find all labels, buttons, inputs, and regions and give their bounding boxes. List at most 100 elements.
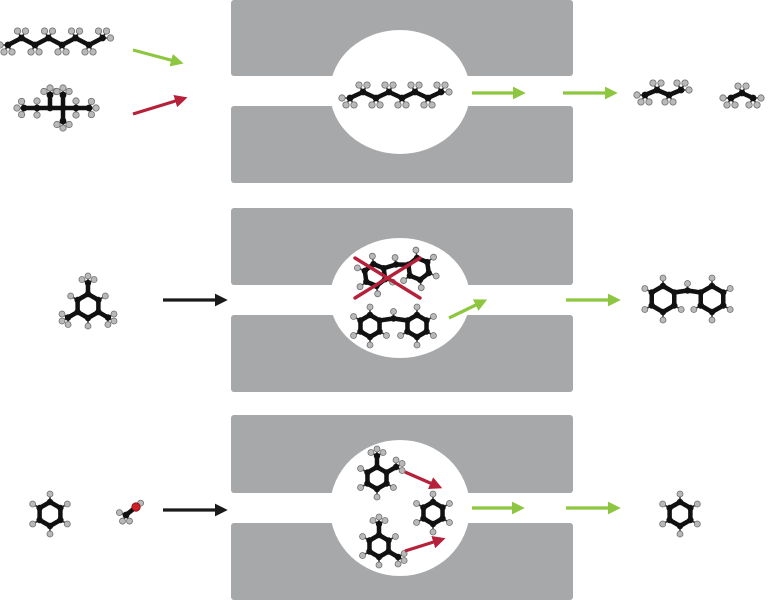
aromatic-ring [410, 319, 424, 333]
carbon-atom [366, 333, 374, 341]
carbon-atom [375, 520, 383, 528]
hydrogen-atom [40, 87, 48, 96]
hydrogen-atom [355, 81, 363, 89]
feed-toluene [29, 490, 71, 538]
zeolite-cage [330, 30, 470, 154]
carbon-atom [429, 520, 437, 528]
carbon-atom [439, 515, 446, 522]
hydrogen-atom [392, 533, 399, 540]
hydrogen-atom [363, 81, 371, 89]
hydrogen-atom [645, 98, 653, 106]
hydrogen-atom [757, 94, 765, 102]
hydrogen-atom [110, 310, 118, 318]
carbon-atom [666, 516, 673, 524]
hydrogen-atom [684, 280, 691, 287]
hydrogen-atom [63, 500, 71, 508]
carbon-atom [84, 314, 92, 322]
carbon-atom [361, 267, 369, 275]
product-para-xylene [659, 490, 701, 538]
hydrogen-atom [13, 104, 21, 112]
hydrogen-atom [430, 332, 437, 339]
carbon-atom [376, 317, 383, 324]
hydrogen-atom [87, 97, 95, 106]
hydrogen-atom [445, 88, 453, 96]
hydrogen-atom [92, 104, 100, 112]
aromatic-ring [426, 506, 440, 520]
carbon-atom [4, 41, 12, 49]
hydrogen-atom [0, 48, 8, 56]
hydrogen-atom [89, 48, 97, 56]
hydrogen-atom [369, 517, 377, 524]
hydrogen-atom [398, 460, 406, 467]
hydrogen-atom [398, 467, 406, 474]
carbon-atom [72, 34, 79, 42]
carbon-atom [58, 41, 66, 49]
product-linear-diaryl [641, 274, 734, 324]
aromatic-ring [411, 262, 426, 276]
hydrogen-atom [381, 81, 389, 89]
hydrogen-atom [62, 48, 70, 56]
ortho-xylene-in-cage [357, 445, 406, 501]
carbon-atom [46, 522, 54, 530]
hydrogen-atom [59, 84, 67, 92]
hydrogen-atom [753, 101, 761, 109]
hydrogen-atom [72, 97, 80, 105]
hydrogen-atom [676, 530, 684, 538]
carbon-atom [676, 522, 684, 530]
hydrogen-atom [81, 48, 89, 56]
linear-alkane-in-cage [338, 81, 453, 109]
hydrogen-atom [368, 101, 376, 109]
hydrogen-atom [659, 274, 667, 282]
hydrogen-atom [375, 561, 383, 569]
hydrogen-atom [357, 484, 364, 491]
carbon-atom [398, 94, 406, 102]
hydrogen-atom [338, 94, 346, 102]
panel-product-selectivity [58, 208, 734, 392]
carbon-atom [95, 296, 102, 304]
hydrogen-atom [430, 313, 437, 320]
hydrogen-atom [659, 520, 667, 528]
carbon-atom [364, 480, 371, 487]
hydrogen-atom [101, 292, 109, 300]
carbon-atom [423, 317, 430, 324]
arrow-blocked-ortho [404, 470, 443, 490]
hydrogen-atom [366, 341, 374, 349]
hydrogen-atom [375, 513, 383, 521]
carbon-atom [648, 289, 655, 296]
carbon-atom [85, 41, 93, 49]
carbon-atom [99, 34, 106, 42]
carbon-atom [357, 328, 364, 335]
hydrogen-atom [657, 79, 665, 87]
carbon-atom [346, 94, 354, 102]
hydrogen-atom [429, 490, 437, 498]
carbon-atom [677, 86, 685, 94]
hydrogen-atom [677, 306, 685, 313]
hydrogen-atom [417, 284, 425, 292]
carbon-atom [439, 504, 446, 511]
hydrogen-atom [413, 341, 421, 349]
zeolite-channel [229, 415, 575, 600]
aromatic-ring [370, 471, 384, 485]
carbon-atom [727, 94, 735, 102]
hydrogen-atom [407, 81, 415, 89]
carbon-atom [122, 511, 130, 519]
carbon-atom [383, 480, 390, 487]
hydrogen-atom [356, 283, 364, 291]
hydrogen-atom [116, 509, 123, 517]
carbon-atom [749, 94, 757, 102]
carbon-atom [59, 104, 67, 112]
hydrogen-atom [46, 530, 54, 538]
carbon-atom [84, 279, 92, 287]
hydrogen-atom [350, 313, 357, 320]
hydrogen-atom [637, 98, 645, 106]
aromatic-ring [42, 506, 58, 522]
hydrogen-atom [18, 110, 26, 119]
carbon-atom [84, 290, 92, 298]
carbon-atom [104, 314, 112, 321]
hydrogen-atom [433, 81, 441, 89]
feed-branched-alkane [13, 84, 100, 132]
hydrogen-atom [390, 484, 397, 491]
blocked-cross-mark [353, 256, 422, 300]
aromatic-ring [672, 506, 688, 522]
